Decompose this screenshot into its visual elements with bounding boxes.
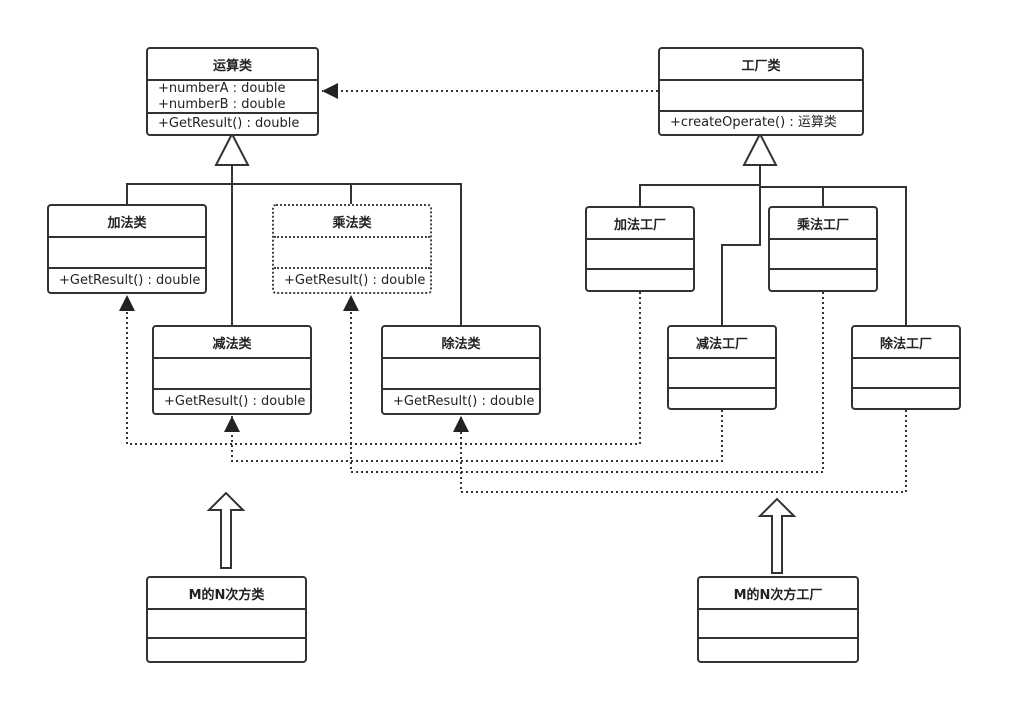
class-power-factory[interactable]: M的N次方工厂 xyxy=(697,576,859,663)
class-power-factory-attributes xyxy=(699,608,857,637)
class-power-factory-name: M的N次方工厂 xyxy=(733,587,823,603)
class-power-attributes xyxy=(148,608,305,637)
class-add-factory-attributes xyxy=(587,238,693,268)
class-add-factory-operations xyxy=(587,268,693,290)
class-sub-factory-name: 减法工厂 xyxy=(695,336,748,352)
edge-mulF-to-factory xyxy=(760,186,824,207)
class-operation-attributes: +numberA : double +numberB : double xyxy=(148,79,317,112)
class-sub-attributes xyxy=(154,357,310,388)
attribute-numberA: +numberA : double xyxy=(158,80,286,96)
class-sub-factory-operations xyxy=(669,387,775,408)
dependency-factory-products xyxy=(119,292,907,493)
edge-divF-to-factory xyxy=(823,186,907,326)
class-mul-factory-operations xyxy=(770,268,876,290)
class-div[interactable]: 除法类 +GetResult() : double xyxy=(381,325,541,415)
class-div-attributes xyxy=(383,357,539,388)
class-add-factory[interactable]: 加法工厂 xyxy=(585,206,695,292)
class-operation-name: 运算类 xyxy=(212,58,252,74)
class-operation[interactable]: 运算类 +numberA : double +numberB : double … xyxy=(146,47,319,136)
class-power-name: M的N次方类 xyxy=(188,587,265,603)
edge-addF-to-factory xyxy=(639,184,760,207)
generalization-triangle-op xyxy=(214,131,250,166)
class-operation-operations: +GetResult() : double xyxy=(148,112,317,134)
class-mul-operations: +GetResult() : double xyxy=(274,267,430,292)
class-power-operations xyxy=(148,637,305,661)
class-mul-name: 乘法类 xyxy=(332,215,372,231)
dependency-divF-to-div xyxy=(453,410,907,493)
class-sub-factory[interactable]: 减法工厂 xyxy=(667,325,777,410)
class-mul-attributes xyxy=(274,236,430,267)
class-mul-factory[interactable]: 乘法工厂 xyxy=(768,206,878,292)
attribute-numberB: +numberB : double xyxy=(158,96,286,112)
edge-add-to-op xyxy=(126,183,232,205)
class-div-factory-operations xyxy=(853,387,959,408)
class-factory[interactable]: 工厂类 +createOperate() : 运算类 xyxy=(658,47,864,136)
class-power-factory-operations xyxy=(699,637,857,661)
class-add-factory-name: 加法工厂 xyxy=(613,217,666,233)
extension-arrow-powF xyxy=(757,497,797,574)
class-sub-name: 减法类 xyxy=(212,336,252,352)
class-factory-name: 工厂类 xyxy=(741,58,781,74)
class-mul-factory-attributes xyxy=(770,238,876,268)
operation-getresult: +GetResult() : double xyxy=(164,393,306,409)
class-mul-factory-name: 乘法工厂 xyxy=(796,217,849,233)
class-sub-operations: +GetResult() : double xyxy=(154,388,310,413)
class-add-attributes xyxy=(49,236,205,267)
inheritance-factory-tree xyxy=(639,131,907,326)
class-add[interactable]: 加法类 +GetResult() : double xyxy=(47,204,207,294)
class-factory-attributes xyxy=(660,79,862,110)
dependency-addF-to-add xyxy=(119,292,641,445)
generalization-triangle-factory xyxy=(742,131,778,166)
class-div-factory-name: 除法工厂 xyxy=(879,336,932,352)
class-factory-operations: +createOperate() : 运算类 xyxy=(660,110,862,134)
operation-createoperate: +createOperate() : 运算类 xyxy=(670,115,837,130)
class-div-operations: +GetResult() : double xyxy=(383,388,539,413)
edge-mul-to-op xyxy=(232,183,352,205)
dependency-mulF-to-mul xyxy=(343,292,824,473)
class-div-factory-attributes xyxy=(853,357,959,387)
class-sub[interactable]: 减法类 +GetResult() : double xyxy=(152,325,312,415)
class-div-name: 除法类 xyxy=(441,336,481,352)
class-power[interactable]: M的N次方类 xyxy=(146,576,307,663)
class-div-factory[interactable]: 除法工厂 xyxy=(851,325,961,410)
operation-getresult: +GetResult() : double xyxy=(284,272,426,288)
class-sub-factory-attributes xyxy=(669,357,775,387)
operation-getresult: +GetResult() : double xyxy=(59,272,201,288)
class-add-operations: +GetResult() : double xyxy=(49,267,205,292)
dependency-subF-to-sub xyxy=(224,410,723,462)
operation-getresult: +GetResult() : double xyxy=(393,393,535,409)
edge-subF-to-factory xyxy=(721,165,761,326)
inheritance-op-tree xyxy=(126,131,462,326)
edge-div-to-op xyxy=(351,183,462,326)
extension-arrow-pow xyxy=(206,491,246,569)
class-add-name: 加法类 xyxy=(107,215,147,231)
class-mul[interactable]: 乘法类 +GetResult() : double xyxy=(272,204,432,294)
operation-getresult: +GetResult() : double xyxy=(158,116,300,131)
